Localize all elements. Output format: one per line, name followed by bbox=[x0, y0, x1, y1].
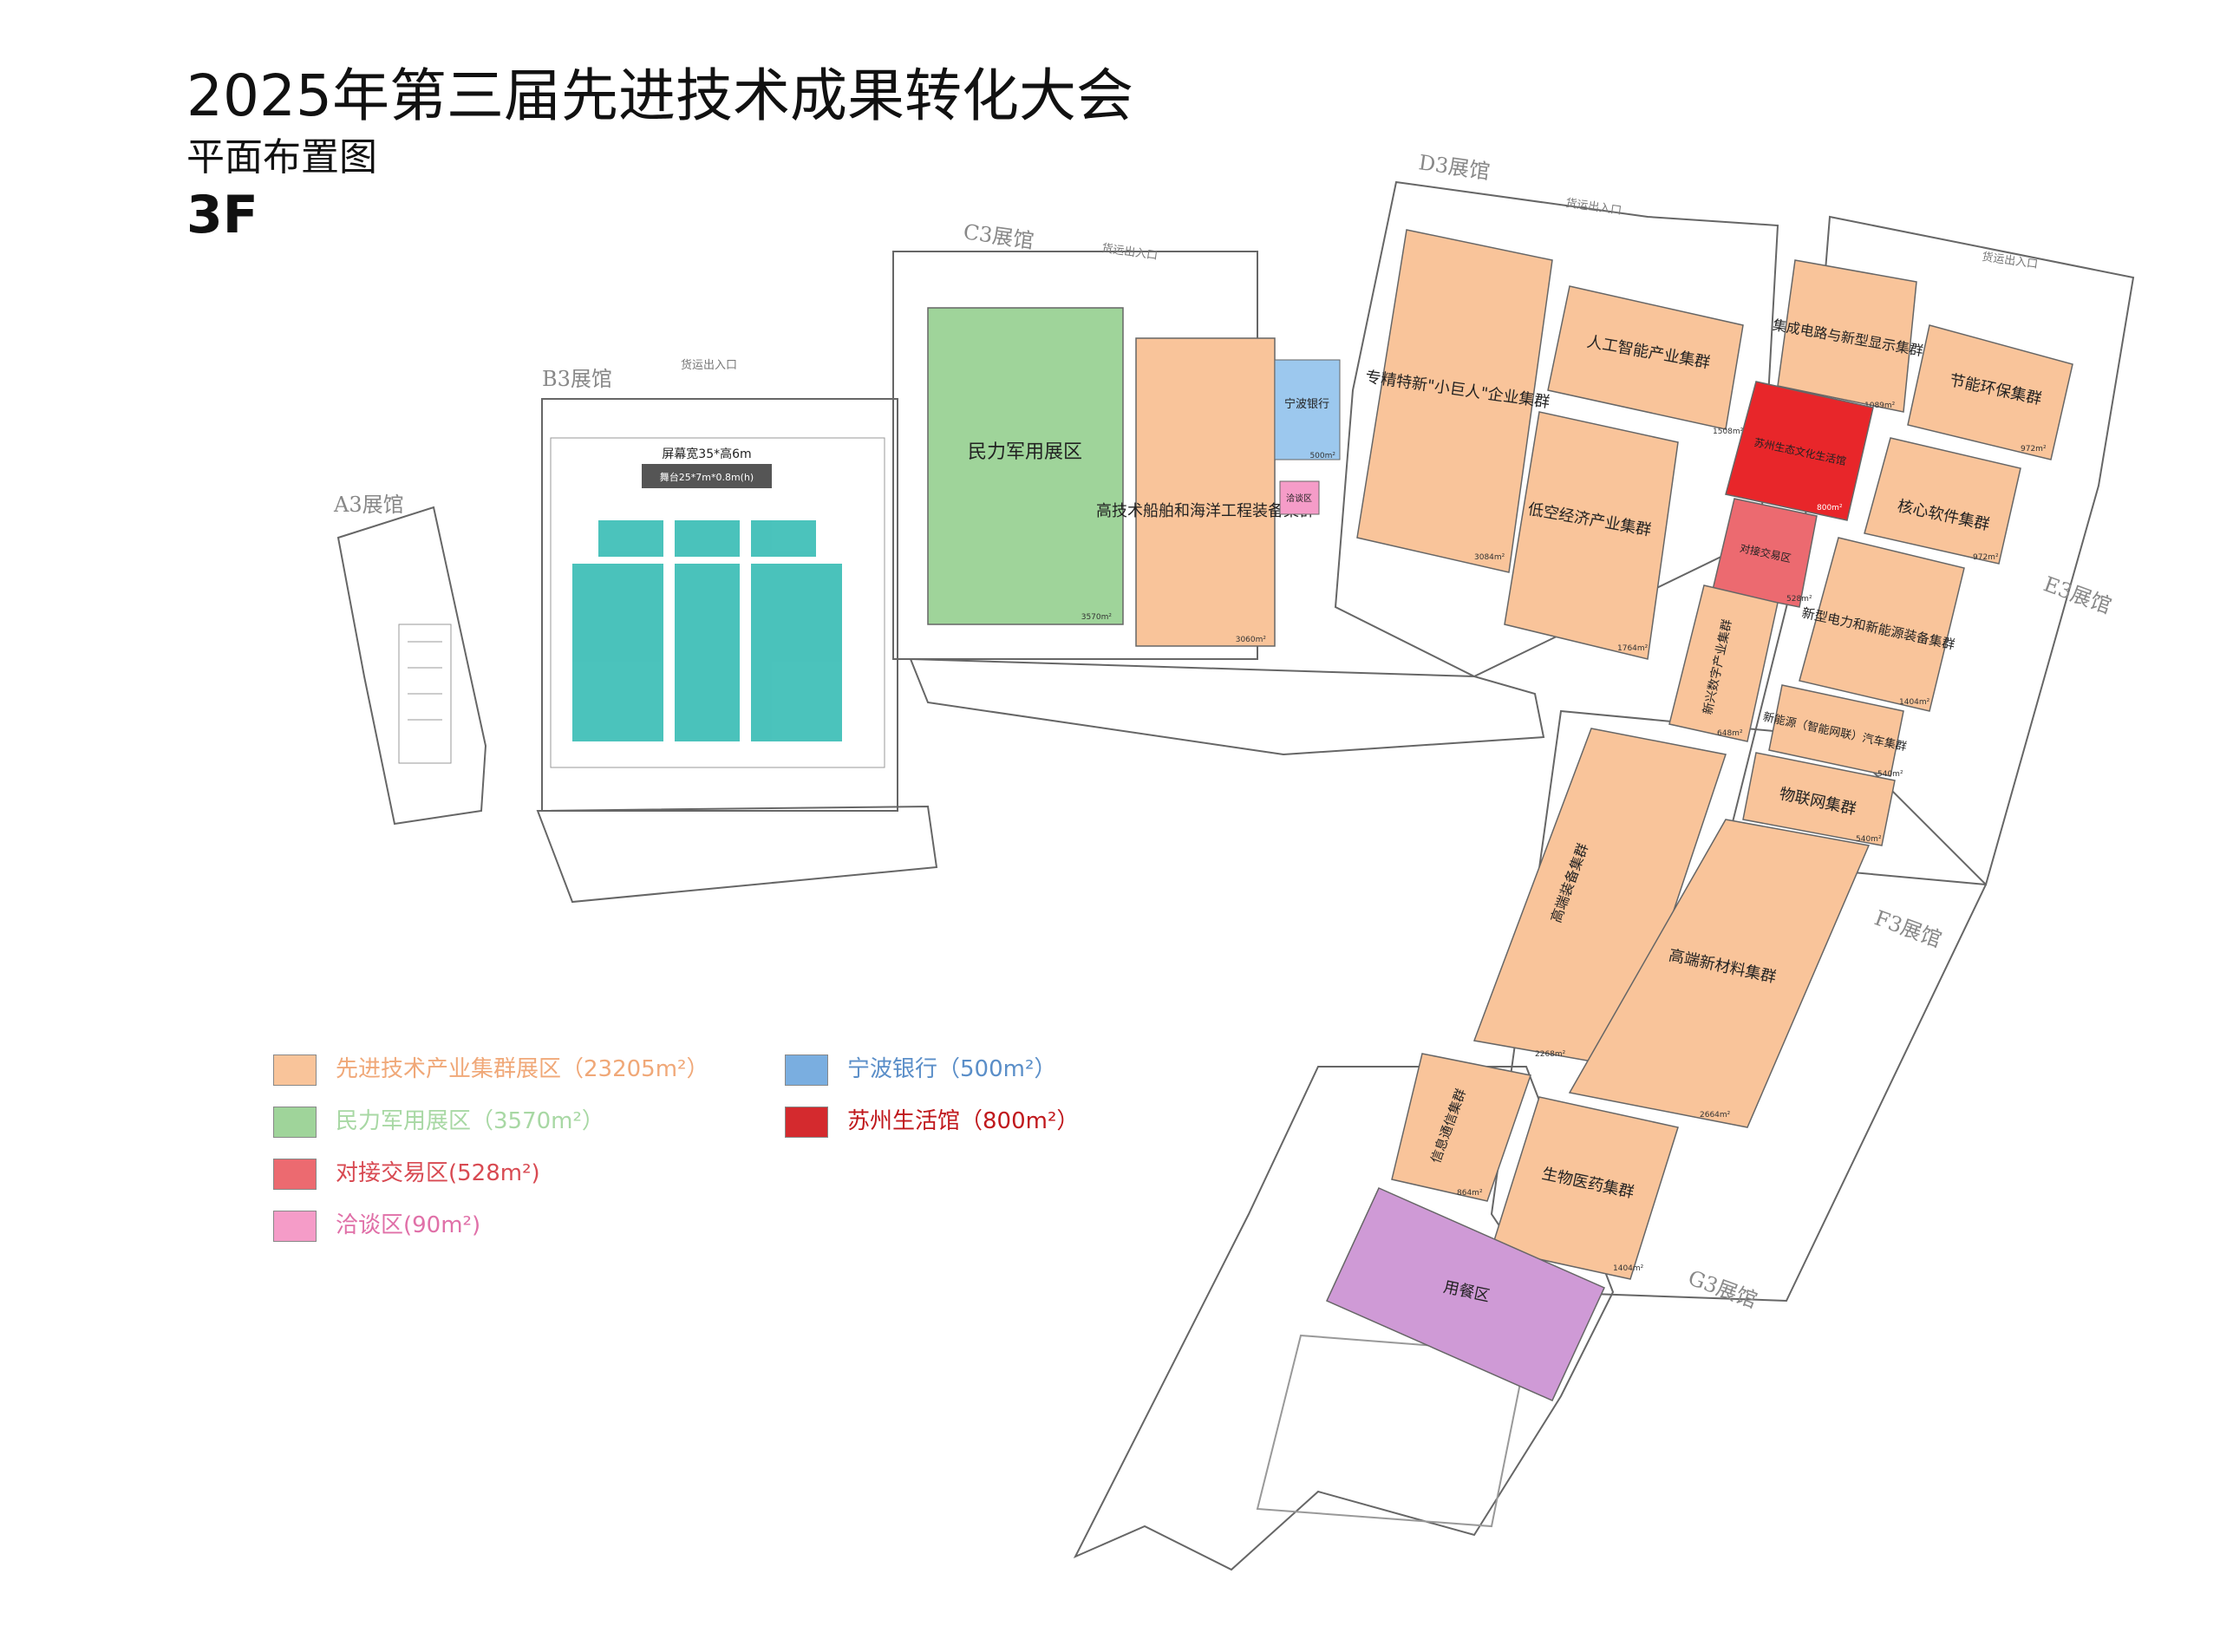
zone-digital-cluster[interactable] bbox=[1668, 584, 1779, 742]
hall-d3-label: D3展馆 bbox=[1417, 150, 1492, 184]
hall-b3-label: B3展馆 bbox=[542, 367, 612, 391]
hall-c3-label: C3展馆 bbox=[962, 219, 1035, 253]
legend-swatch-suzhou bbox=[785, 1107, 828, 1138]
stage-platform-label: 舞台25*7m*0.8m(h) bbox=[660, 471, 754, 483]
a3-meeting-seats bbox=[398, 624, 452, 764]
stage-screen bbox=[642, 464, 772, 488]
zone-negotiation-label: 洽谈区 bbox=[1286, 493, 1312, 504]
legend-swatch-military bbox=[273, 1107, 317, 1138]
zone-ship-cluster[interactable] bbox=[1135, 337, 1276, 647]
zone-military-area: 3570m² bbox=[1081, 613, 1113, 622]
b3-seating-blocks bbox=[572, 520, 842, 741]
stage-screen-label: 屏幕宽35*高6m bbox=[662, 447, 751, 461]
zone-digital-area: 648m² bbox=[1717, 729, 1743, 738]
zone-ai-area: 1508m² bbox=[1713, 428, 1744, 436]
zone-ship-cluster-area: 3060m² bbox=[1236, 636, 1267, 644]
zone-new-power-cluster[interactable] bbox=[1799, 537, 1965, 712]
legend-swatch-trade bbox=[273, 1159, 317, 1190]
legend-swatch-negotiation bbox=[273, 1211, 317, 1242]
zone-iot-area: 540m² bbox=[1856, 835, 1882, 844]
entrance-c3-label: 货运出入口 bbox=[1100, 241, 1159, 263]
zone-suzhou-area: 800m² bbox=[1817, 504, 1843, 513]
zone-ic-area: 1089m² bbox=[1864, 402, 1896, 410]
corridor-c3-d3 bbox=[909, 657, 1545, 756]
zone-ningbo-bank-label: 宁波银行 bbox=[1284, 397, 1329, 411]
zone-suzhou-pavilion[interactable] bbox=[1725, 381, 1874, 521]
zone-specialized-cluster[interactable] bbox=[1356, 229, 1553, 573]
zone-military-label: 民力军用展区 bbox=[968, 441, 1082, 463]
legend-label-military: 民力军用展区（3570m²） bbox=[336, 1108, 604, 1134]
legend-label-bank: 宁波银行（500m²） bbox=[847, 1056, 1057, 1082]
zone-ningbo-bank-area: 500m² bbox=[1309, 452, 1335, 460]
legend-label-trade: 对接交易区(528m²) bbox=[336, 1160, 540, 1186]
zone-new-materials-cluster[interactable] bbox=[1568, 819, 1871, 1128]
entrance-d3-label: 货运出入口 bbox=[1564, 196, 1623, 218]
page-title: 2025年第三届先进技术成果转化大会 bbox=[186, 62, 1133, 129]
hall-a3-label: A3展馆 bbox=[333, 493, 404, 517]
zone-dining[interactable] bbox=[1325, 1187, 1606, 1401]
legend-label-suzhou: 苏州生活馆（800m²） bbox=[847, 1108, 1080, 1134]
hall-f3-label: F3展馆 bbox=[1871, 905, 1945, 952]
legend-swatch-bank bbox=[785, 1055, 828, 1086]
zone-new-materials-area: 2664m² bbox=[1700, 1111, 1731, 1120]
zone-energy-saving-area: 972m² bbox=[2021, 445, 2047, 454]
zone-core-software-area: 972m² bbox=[1973, 553, 1999, 562]
zone-specialized-area: 3084m² bbox=[1474, 553, 1505, 562]
zone-ic-cluster[interactable] bbox=[1777, 259, 1917, 413]
zone-telecom-area: 864m² bbox=[1457, 1189, 1483, 1198]
zone-telecom-cluster[interactable] bbox=[1391, 1053, 1531, 1202]
zone-energy-saving-cluster[interactable] bbox=[1907, 324, 2073, 460]
zone-low-altitude-area: 1764m² bbox=[1617, 644, 1649, 653]
corridor-b3-c3 bbox=[536, 805, 938, 904]
zone-iot-cluster[interactable] bbox=[1742, 752, 1896, 846]
hall-a3-outline bbox=[336, 506, 487, 826]
entrance-b3-label: 货运出入口 bbox=[681, 358, 737, 372]
floor-label: 3F bbox=[186, 185, 258, 245]
zone-high-end-equip-area: 2268m² bbox=[1535, 1050, 1566, 1059]
legend-swatch-cluster bbox=[273, 1055, 317, 1086]
zone-ai-cluster[interactable] bbox=[1547, 285, 1744, 430]
legend-label-negotiation: 洽谈区(90m²) bbox=[336, 1212, 481, 1238]
zone-biomed-area: 1404m² bbox=[1613, 1264, 1644, 1273]
hall-b3-outline bbox=[541, 398, 898, 812]
zone-nev-cluster[interactable] bbox=[1768, 684, 1904, 777]
zone-low-altitude-cluster[interactable] bbox=[1504, 411, 1679, 660]
zone-new-power-area: 1404m² bbox=[1899, 698, 1930, 707]
page-subtitle: 平面布置图 bbox=[186, 135, 377, 180]
zone-trade-area: 528m² bbox=[1786, 595, 1812, 604]
zone-negotiation[interactable] bbox=[1279, 480, 1320, 515]
zone-core-software-cluster[interactable] bbox=[1864, 437, 2021, 565]
legend-label-cluster: 先进技术产业集群展区（23205m²） bbox=[336, 1056, 709, 1082]
zone-nev-area: 540m² bbox=[1877, 770, 1903, 779]
zone-biomed-cluster[interactable] bbox=[1491, 1096, 1679, 1280]
b3-inner-floor bbox=[550, 437, 885, 768]
zone-ningbo-bank[interactable] bbox=[1274, 359, 1341, 460]
hall-g3-label: G3展馆 bbox=[1685, 1265, 1760, 1313]
zone-ship-cluster-label: 高技术船舶和海洋工程装备集群 bbox=[1096, 502, 1315, 520]
zone-military[interactable] bbox=[927, 307, 1124, 625]
hall-e3-label: E3展馆 bbox=[2040, 571, 2115, 618]
zone-trade[interactable] bbox=[1712, 498, 1818, 608]
